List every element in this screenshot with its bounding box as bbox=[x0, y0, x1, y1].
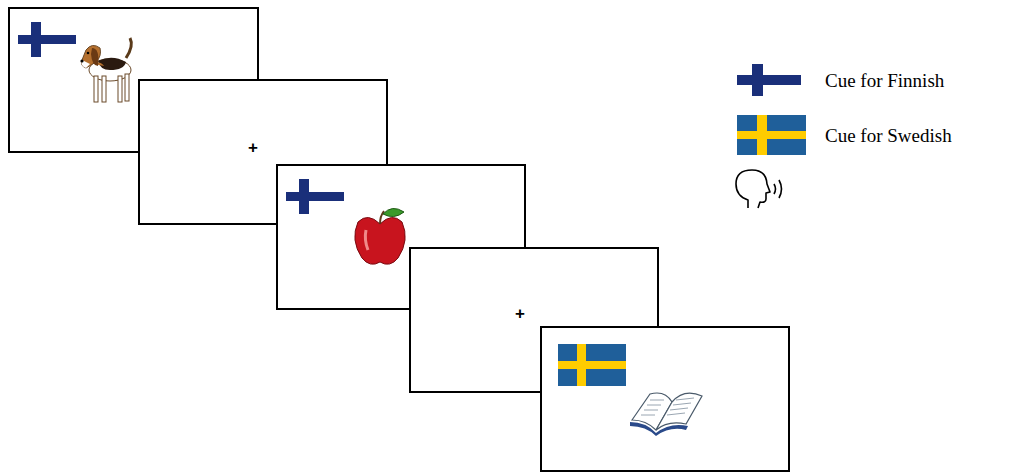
dog-leg bbox=[118, 76, 122, 102]
finnish-flag bbox=[31, 22, 41, 57]
apple-picture bbox=[355, 208, 405, 264]
finnish-flag bbox=[752, 64, 763, 96]
dog-picture bbox=[80, 38, 131, 102]
book-picture bbox=[630, 393, 702, 436]
finnish-flag bbox=[737, 75, 801, 85]
head-outline bbox=[736, 170, 770, 208]
book-lines bbox=[641, 398, 694, 415]
finnish-flag bbox=[18, 35, 76, 44]
swedish-flag bbox=[737, 131, 806, 139]
dog-nose bbox=[80, 59, 83, 62]
apple-body bbox=[355, 217, 405, 264]
apple-shine bbox=[365, 230, 368, 250]
dog-head bbox=[82, 45, 101, 68]
fixation-frame bbox=[410, 248, 658, 392]
apple-leaf bbox=[383, 208, 404, 216]
swedish-flag bbox=[737, 115, 806, 155]
fixation-cross: + bbox=[515, 305, 525, 322]
sound-wave bbox=[774, 184, 776, 194]
swedish-flag bbox=[558, 361, 626, 369]
swedish-flag bbox=[757, 115, 767, 155]
legend-samples bbox=[736, 64, 806, 208]
dog-saddle bbox=[98, 58, 126, 70]
book-cover bbox=[630, 422, 688, 436]
legend-text: Cue for Swedish bbox=[825, 126, 952, 145]
frame-border bbox=[541, 327, 789, 471]
book-page bbox=[656, 393, 702, 430]
dog-eye bbox=[87, 52, 90, 55]
dog-ear bbox=[91, 48, 98, 66]
legend-text: Cue for Finnish bbox=[825, 71, 944, 90]
swedish-flag bbox=[558, 344, 626, 386]
dog-leg bbox=[102, 76, 106, 102]
dog-leg bbox=[125, 74, 129, 101]
speaking-head-icon bbox=[736, 170, 782, 208]
finnish-flag bbox=[299, 179, 309, 214]
dog-tail bbox=[126, 38, 131, 58]
sound-wave bbox=[779, 180, 782, 198]
fixation-cross: + bbox=[248, 139, 258, 156]
trial-frame bbox=[541, 327, 789, 471]
dog-leg bbox=[94, 76, 98, 102]
finnish-flag bbox=[286, 192, 344, 201]
swedish-flag bbox=[577, 344, 586, 386]
